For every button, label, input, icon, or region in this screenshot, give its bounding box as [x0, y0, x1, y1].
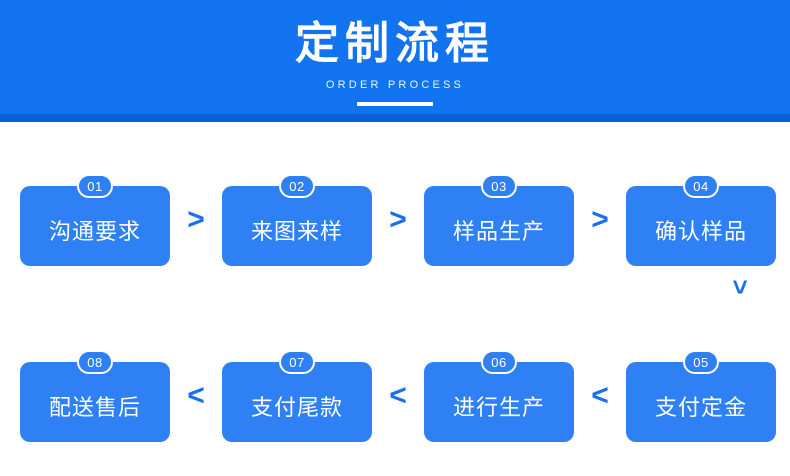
flow-step-box[interactable]: 样品生产	[424, 186, 574, 266]
flow-step-number: 06	[481, 350, 517, 374]
flow-area: 沟通要求 01 > 来图来样 02 > 样品生产 03 >	[0, 122, 790, 476]
header-bottom-strip	[0, 114, 790, 122]
header-banner: 定制流程 ORDER PROCESS	[0, 0, 790, 122]
flow-step-number: 07	[279, 350, 315, 374]
flow-step-label: 样品生产	[452, 219, 545, 244]
arrow-left-icon: <	[187, 379, 205, 412]
flow-row-1: 沟通要求 01 > 来图来样 02 > 样品生产 03 >	[0, 160, 790, 280]
flow-step-number: 03	[481, 174, 517, 198]
flow-step-label: 支付尾款	[250, 395, 343, 420]
flow-step-02[interactable]: 来图来样 02	[222, 174, 372, 266]
flow-step-number: 04	[683, 174, 719, 198]
flow-step-box[interactable]: 进行生产	[424, 362, 574, 442]
arrow-right-icon: >	[187, 203, 205, 236]
flow-step-06[interactable]: 进行生产 06	[424, 350, 574, 442]
flow-step-label: 沟通要求	[48, 219, 141, 244]
flow-step-number: 02	[279, 174, 315, 198]
flow-step-box[interactable]: 沟通要求	[20, 186, 170, 266]
flow-step-label: 确认样品	[654, 219, 747, 244]
flow-step-box[interactable]: 支付定金	[626, 362, 776, 442]
flow-step-box[interactable]: 配送售后	[20, 362, 170, 442]
flow-step-label: 配送售后	[48, 395, 141, 420]
flow-step-label: 进行生产	[452, 395, 545, 420]
flow-step-number: 01	[77, 174, 113, 198]
arrow-right-icon: >	[591, 203, 609, 236]
arrow-left-icon: <	[591, 379, 609, 412]
page-title: 定制流程	[295, 19, 495, 68]
arrow-right-icon: >	[389, 203, 407, 236]
flow-step-04[interactable]: 确认样品 04	[626, 174, 776, 266]
flow-step-01[interactable]: 沟通要求 01	[20, 174, 170, 266]
flow-step-box[interactable]: 来图来样	[222, 186, 372, 266]
flow-step-03[interactable]: 样品生产 03	[424, 174, 574, 266]
flow-step-number: 08	[77, 350, 113, 374]
arrow-left-icon: <	[389, 379, 407, 412]
flow-step-08[interactable]: 配送售后 08	[20, 350, 170, 442]
flow-step-05[interactable]: 支付定金 05	[626, 350, 776, 442]
flow-step-label: 来图来样	[250, 219, 343, 244]
flow-row-2: 配送售后 08 < 支付尾款 07 < 进行生产 06 <	[0, 336, 790, 456]
flow-step-label: 支付定金	[654, 395, 747, 420]
title-underline	[357, 102, 433, 106]
flow-step-number: 05	[683, 350, 719, 374]
page-subtitle: ORDER PROCESS	[325, 79, 465, 91]
flow-step-07[interactable]: 支付尾款 07	[222, 350, 372, 442]
flow-step-box[interactable]: 确认样品	[626, 186, 776, 266]
flow-step-box[interactable]: 支付尾款	[222, 362, 372, 442]
arrow-down-icon: >	[725, 279, 756, 295]
